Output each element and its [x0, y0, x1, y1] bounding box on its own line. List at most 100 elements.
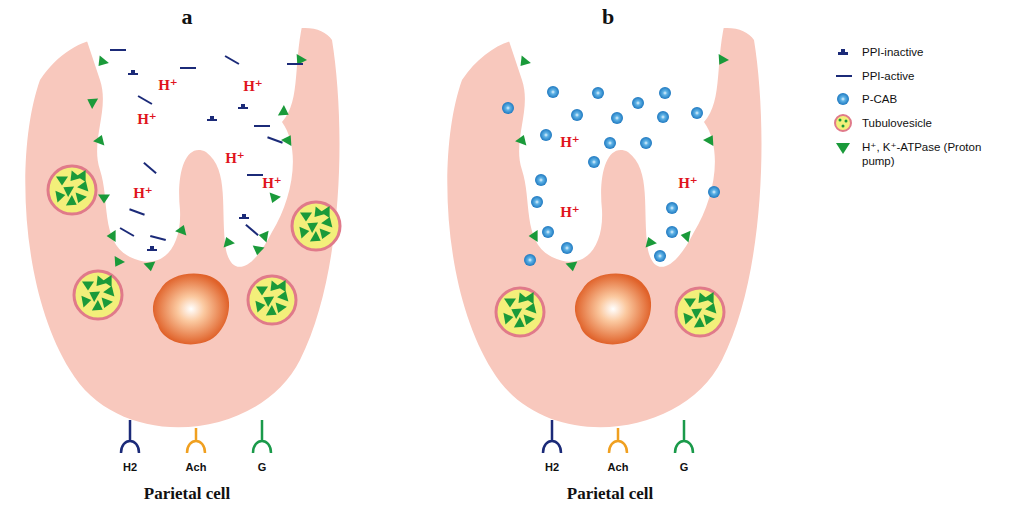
proton-label: H⁺: [225, 149, 245, 167]
proton-pump: [256, 286, 268, 295]
ppi-inactive: [128, 70, 138, 75]
ppi-active: [247, 174, 263, 176]
cell-caption: Parietal cell: [567, 484, 653, 504]
proton-pump: [277, 280, 286, 292]
proton-pump: [81, 296, 91, 308]
cell-details: [48, 49, 729, 336]
p-cab-molecule: [691, 107, 703, 119]
proton-pump: [266, 305, 277, 315]
proton-pump: [270, 193, 281, 204]
cell-caption: Parietal cell: [144, 484, 230, 504]
proton-pump: [504, 298, 516, 307]
proton-label: H⁺: [560, 133, 580, 151]
tubulovesicle: [496, 288, 544, 336]
proton-pump: [107, 230, 116, 242]
proton-pump: [705, 303, 716, 314]
ppi-active: [180, 67, 196, 69]
proton-label: H⁺: [243, 77, 263, 95]
tubulovesicle: [48, 166, 96, 214]
proton-label: H⁺: [137, 110, 157, 128]
proton-pump: [646, 237, 657, 248]
proton-pump: [103, 286, 114, 297]
ppi-inactive: [239, 214, 249, 219]
receptor-label: Ach: [608, 461, 629, 473]
proton-pump: [93, 135, 104, 146]
tubulovesicle: [248, 276, 296, 324]
proton-pump: [703, 135, 713, 146]
proton-label: H⁺: [133, 184, 153, 202]
p-cab-molecule: [611, 112, 623, 124]
ppi-active: [267, 136, 283, 143]
legend-text: P-CAB: [862, 92, 982, 106]
p-cab-molecule: [547, 86, 559, 98]
proton-pump: [102, 298, 113, 309]
proton-label: H⁺: [262, 174, 282, 192]
ppi-active: [110, 49, 126, 51]
proton-pump: [253, 245, 265, 255]
tubulovesicle: [292, 202, 340, 250]
proton-pump: [320, 229, 331, 240]
proton-pump: [77, 170, 86, 182]
panel-letter: a: [182, 4, 193, 30]
proton-pump: [503, 313, 513, 325]
proton-pump: [76, 193, 87, 204]
tubulovesicle: [676, 288, 724, 336]
proton-pump: [98, 194, 110, 203]
proton-pump: [56, 176, 68, 185]
p-cab-molecule: [640, 137, 652, 149]
proton-pump: [99, 55, 109, 66]
proton-pump: [92, 300, 103, 310]
p-cab-molecule: [657, 111, 669, 123]
p-cab-molecule: [535, 174, 547, 186]
ppi-active: [254, 125, 270, 127]
proton-pump: [103, 275, 112, 287]
p-cab-molecule: [502, 102, 514, 114]
p-cab-molecule: [708, 186, 720, 198]
proton-pump: [514, 317, 525, 327]
proton-pump: [681, 231, 691, 243]
legend-samples: [835, 49, 852, 154]
ppi-active: [138, 95, 153, 105]
ppi-active: [225, 55, 240, 65]
parietal-cell-b: [447, 14, 761, 453]
receptor-label: Ach: [186, 461, 207, 473]
proton-pump: [278, 105, 289, 115]
proton-pump: [705, 292, 714, 304]
legend-text: H⁺, K⁺-ATPase (Proton pump): [862, 140, 982, 168]
proton-pump: [87, 99, 98, 109]
receptor-label: H2: [123, 461, 137, 473]
ppi-inactive: [147, 246, 157, 251]
p-cab-molecule: [540, 129, 552, 141]
proton-pump: [683, 313, 693, 325]
proton-pump: [66, 195, 77, 205]
p-cab-molecule: [666, 202, 678, 214]
proton-pump: [321, 217, 332, 228]
proton-pump: [566, 261, 578, 271]
p-cab-molecule: [524, 254, 536, 266]
p-cab-molecule: [561, 242, 573, 254]
p-cab-molecule: [531, 196, 543, 208]
receptor-label: H2: [545, 461, 559, 473]
proton-pump: [115, 256, 125, 267]
ppi-active: [143, 162, 157, 174]
p-cab-molecule: [632, 97, 644, 109]
p-cab-molecule: [666, 226, 678, 238]
proton-pump: [82, 281, 94, 290]
ppi-active: [150, 235, 166, 241]
p-cab-molecule: [588, 156, 600, 168]
parietal-cell-a: [25, 14, 339, 453]
proton-pump: [529, 230, 538, 242]
proton-pump: [281, 135, 291, 146]
p-cab-molecule: [542, 226, 554, 238]
proton-pump: [525, 303, 536, 314]
proton-pump: [259, 231, 269, 243]
legend-text: PPI-active: [862, 69, 982, 83]
p-cab-molecule: [592, 87, 604, 99]
ppi-inactive: [238, 104, 248, 109]
proton-pump: [55, 191, 65, 203]
ppi-active: [245, 224, 259, 236]
proton-pump: [300, 212, 312, 221]
proton-pump: [310, 231, 321, 241]
proton-pump: [521, 55, 531, 66]
